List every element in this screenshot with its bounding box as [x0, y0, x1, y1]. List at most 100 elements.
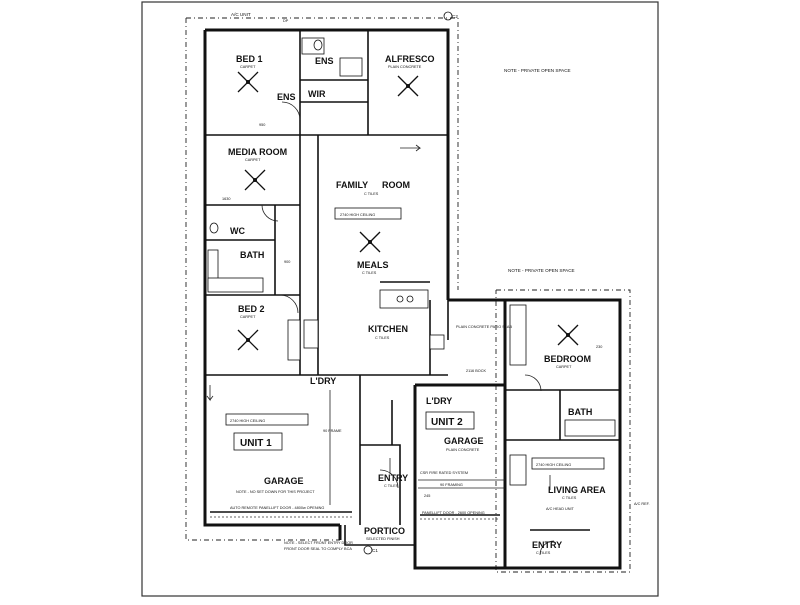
room-portico: PORTICO	[364, 526, 405, 536]
room-ens-side: ENS	[277, 92, 296, 102]
room-alfresco: ALFRESCO	[385, 54, 435, 64]
ac-head-unit-note: A/C HEAD UNIT	[546, 507, 575, 511]
front-entry-note-2: FRONT DOOR SEAL TO COMPLY BCA	[284, 547, 352, 551]
dp-label: DP	[283, 19, 289, 23]
unit2-wall-garage-bottom	[413, 525, 505, 570]
dim-245: 245	[424, 494, 430, 498]
room-garage-unit2-finish: PLAIN CONCRETE	[446, 448, 480, 452]
room-family-2: ROOM	[382, 180, 410, 190]
bedroom-robe	[509, 304, 527, 366]
hall-cupboard	[287, 319, 301, 361]
room-media: MEDIA ROOM	[228, 147, 287, 157]
room-bath-unit2: BATH	[568, 407, 592, 417]
fan-icon-bedroom2	[557, 324, 579, 346]
dim-950: 950	[259, 123, 265, 127]
door-swing-entry2	[539, 540, 555, 556]
door-swing-ens	[281, 101, 301, 121]
door-swing-entry	[379, 469, 399, 489]
ens-shower	[339, 57, 363, 77]
ac-ref-label: A/C REF.	[634, 502, 650, 506]
dim-1630: 1630	[222, 197, 230, 201]
unit2-wall-outer	[448, 298, 622, 570]
fan-icon-meals	[359, 231, 381, 253]
room-entry-unit1-finish: C TILES	[384, 484, 399, 488]
unit1-label-box	[233, 432, 283, 451]
room-entry-unit2-finish: C TILES	[536, 551, 551, 555]
room-wc: WC	[230, 226, 245, 236]
fan-icon-bed2	[237, 329, 259, 351]
boundary-line-top	[186, 17, 459, 290]
kitchen-sink	[429, 334, 445, 350]
ens-toilet	[313, 39, 323, 51]
fire-system-note: CSR FIRE RATED SYSTEM	[420, 471, 468, 475]
room-entry-unit1: ENTRY	[378, 473, 408, 483]
garage-note: NOTE - NO SET DOWN FOR THIS PROJECT	[236, 490, 315, 494]
room-living-unit2-finish: C TILES	[562, 496, 577, 500]
boundary-line-left	[185, 18, 340, 541]
ac-unit-label: A/C UNIT	[231, 12, 251, 17]
unit1-label: UNIT 1	[240, 438, 272, 449]
room-family: FAMILY	[336, 180, 368, 190]
patio-note: PLAIN CONCRETE PATIO SLAB	[456, 325, 512, 329]
kitchen-burner-1	[396, 295, 404, 303]
dim-230: 230	[596, 345, 602, 349]
room-garage-unit2: GARAGE	[444, 436, 484, 446]
unit2-laundry-tub	[509, 454, 527, 486]
front-entry-note-1: NOTE - SELECT FRONT ENTRY DOOR	[284, 541, 353, 545]
room-bath: BATH	[240, 250, 264, 260]
door-swing-bath	[279, 294, 299, 314]
framing-note: 90 FRAMING	[440, 483, 463, 487]
grid-c1-marker	[363, 545, 373, 555]
room-family-finish: C TILES	[364, 192, 379, 196]
room-garage-unit1: GARAGE	[264, 476, 304, 486]
linen-cupboard	[303, 319, 319, 349]
unit1-wall-outer-top	[205, 28, 450, 300]
garage1-door-note: AUTO REMOTE PANELLIFT DOOR - 4800w OPENI…	[230, 506, 324, 510]
ceiling-box-unit2	[531, 457, 605, 470]
room-ldry-unit1: L'DRY	[310, 376, 336, 386]
arrow-family	[400, 144, 422, 152]
room-alfresco-finish: PLAIN CONCRETE	[388, 65, 422, 69]
room-wir: WIR	[308, 89, 326, 99]
garage2-door-note: PANELLIFT DOOR - 2600 OPENING	[422, 511, 485, 515]
sheet-border	[141, 1, 659, 597]
kitchen-burner-2	[406, 295, 414, 303]
note-private-open-space-2: NOTE - PRIVATE OPEN SPACE	[508, 268, 575, 273]
door-swing-media	[261, 204, 279, 222]
ceiling-unit1-garage: 2740 HIGH CEILING	[230, 419, 265, 423]
grid-c2-label: C2	[452, 14, 458, 19]
wc-toilet	[209, 222, 219, 234]
door-swing-bedroom2	[524, 374, 542, 392]
room-bedroom-unit2: BEDROOM	[544, 354, 591, 364]
room-kitchen-finish: C TILES	[375, 336, 390, 340]
note-private-open-space-1: NOTE - PRIVATE OPEN SPACE	[504, 68, 571, 73]
ceiling-unit1-top: 2740 HIGH CEILING	[340, 213, 375, 217]
room-media-finish: CARPET	[245, 158, 261, 162]
room-bed1-finish: CARPET	[240, 65, 256, 69]
fan-icon-media	[244, 169, 266, 191]
grid-c1-label: C1	[372, 548, 378, 553]
room-meals-finish: C TILES	[362, 271, 377, 275]
unit2-label: UNIT 2	[431, 417, 463, 428]
fan-icon-bed1	[237, 71, 259, 93]
kitchen-cooktop	[379, 289, 429, 309]
dim-900: 900	[284, 260, 290, 264]
bath1-vanity	[207, 277, 264, 293]
room-entry-unit2: ENTRY	[532, 540, 562, 550]
unit1-frame-note: 90 FRAME	[323, 429, 342, 433]
unit2-label-box	[425, 411, 475, 430]
room-bedroom-unit2-finish: CARPET	[556, 365, 572, 369]
bath2-tub	[564, 419, 616, 437]
room-ldry-unit2: L'DRY	[426, 396, 452, 406]
room-bed2-finish: CARPET	[240, 315, 256, 319]
wall-entry	[360, 444, 401, 525]
boundary-line-unit2	[495, 289, 631, 573]
unit1-wall-outer-left	[203, 30, 340, 527]
room-bed1: BED 1	[236, 54, 263, 64]
ceiling-unit2: 2740 HIGH CEILING	[536, 463, 571, 467]
ceiling-box-unit1-top	[334, 207, 402, 220]
room-meals: MEALS	[357, 260, 389, 270]
ceiling-box-unit1-garage	[225, 413, 309, 426]
